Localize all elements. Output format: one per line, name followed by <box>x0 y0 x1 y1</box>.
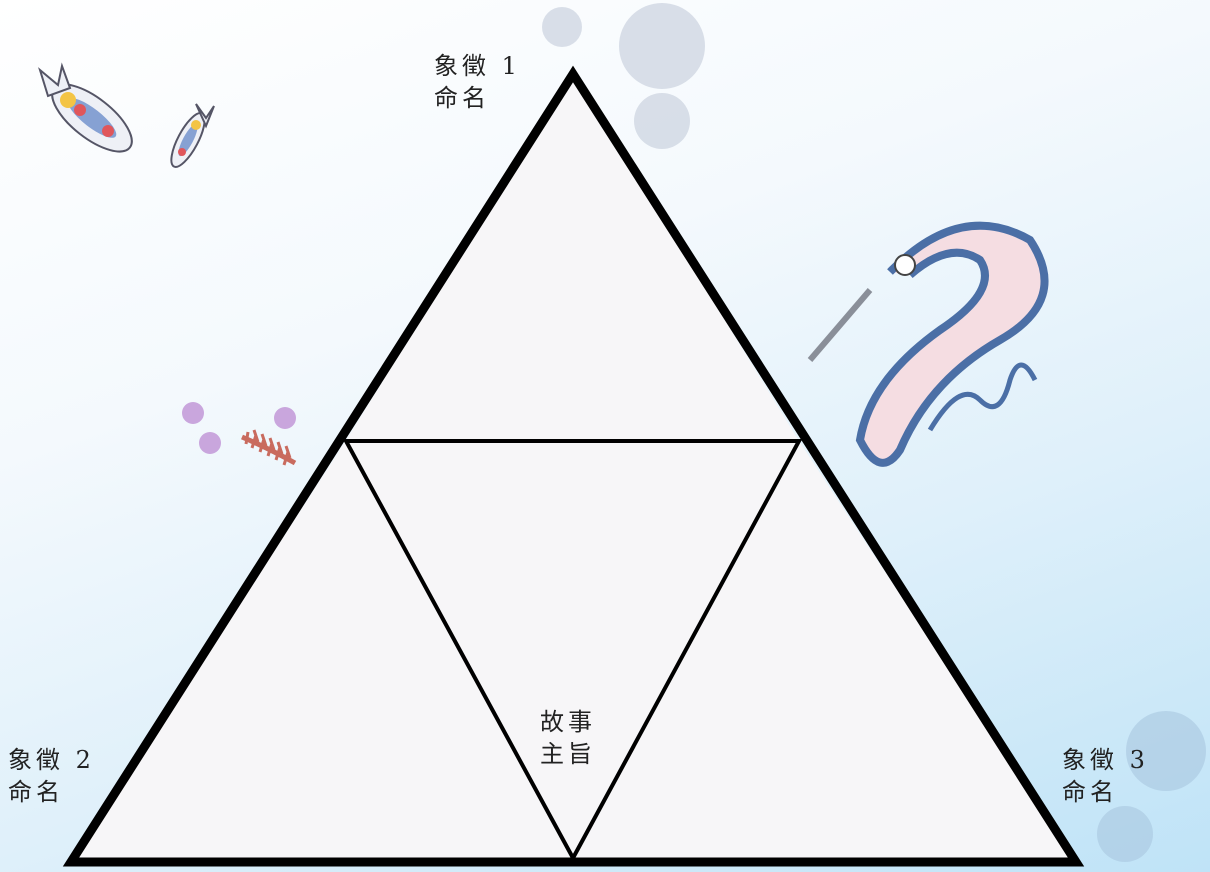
pyramid <box>62 65 1085 867</box>
bubbles-top-icon <box>542 3 705 149</box>
symbol3-subtitle: 命名 <box>1062 778 1118 806</box>
symbol1-title: 象徵 1 <box>434 52 521 80</box>
symbol1-section[interactable] <box>346 74 799 441</box>
theme-label: 故事 主旨 <box>540 706 596 770</box>
spores-icon <box>182 402 296 454</box>
theme-line2: 主旨 <box>540 740 596 768</box>
worm-icon <box>241 429 297 466</box>
small-sea-slug-icon <box>170 103 215 168</box>
sea-creature-icon <box>807 221 1049 467</box>
symbol3-title: 象徵 3 <box>1062 746 1149 774</box>
symbol2-subtitle: 命名 <box>8 778 64 806</box>
symbol2-label: 象徵 2 命名 <box>8 744 95 808</box>
symbol2-section[interactable] <box>71 441 573 862</box>
bubbles-bottom-icon <box>1097 711 1206 862</box>
theme-line1: 故事 <box>540 708 596 736</box>
symbol1-label: 象徵 1 命名 <box>434 50 521 114</box>
symbol3-section[interactable] <box>573 441 1076 862</box>
symbol2-title: 象徵 2 <box>8 746 95 774</box>
inner-triangle-outline <box>342 439 803 863</box>
sea-slug-icon <box>38 62 133 153</box>
outer-triangle-outline <box>62 65 1085 867</box>
symbol1-subtitle: 命名 <box>434 84 490 112</box>
theme-section[interactable] <box>346 441 799 858</box>
symbol3-label: 象徵 3 命名 <box>1062 744 1149 808</box>
